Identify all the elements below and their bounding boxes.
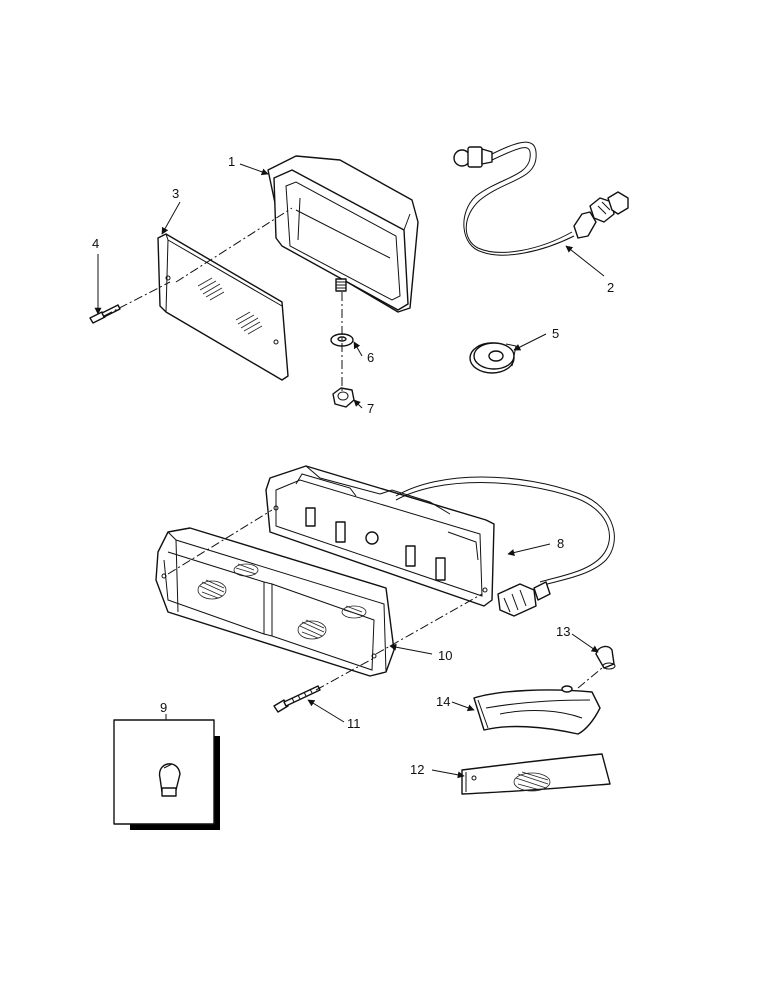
lamp-lens-part-3	[157, 233, 289, 381]
callout-8: 8	[557, 536, 564, 551]
lamp-housing-part-1	[267, 155, 419, 313]
callout-12: 12	[410, 762, 424, 777]
callout-14: 14	[436, 694, 450, 709]
callout-10: 10	[438, 648, 452, 663]
lens-pattern	[197, 277, 263, 335]
callout-5: 5	[552, 326, 559, 341]
callout-1: 1	[228, 154, 235, 169]
leader-lines	[94, 163, 605, 779]
marker-lens-pattern	[513, 771, 551, 792]
screw-part-4	[89, 304, 121, 324]
callout-7: 7	[367, 401, 374, 416]
callout-13: 13	[556, 624, 570, 639]
callout-labels: 1 2 3 4 5 6 7 8 9 10 11 12 13 14	[92, 154, 614, 777]
callout-11: 11	[347, 716, 361, 731]
screw-part-11	[273, 685, 321, 713]
marker-lamp-part-14	[473, 685, 601, 735]
callout-3: 3	[172, 186, 179, 201]
callout-9: 9	[160, 700, 167, 715]
callout-6: 6	[367, 350, 374, 365]
combination-lens-part-10	[155, 527, 395, 677]
grommet-part-5	[469, 342, 517, 374]
bulb-part-13	[595, 645, 616, 670]
bulb-inset-part-9	[113, 719, 220, 830]
marker-lens-part-12	[461, 753, 611, 795]
nut-part-7	[332, 387, 355, 408]
combination-lens-pattern	[197, 563, 367, 640]
callout-4: 4	[92, 236, 99, 251]
wire-harness-part-2	[453, 141, 629, 256]
callout-2: 2	[607, 280, 614, 295]
lamp-base-part-8	[265, 465, 615, 617]
